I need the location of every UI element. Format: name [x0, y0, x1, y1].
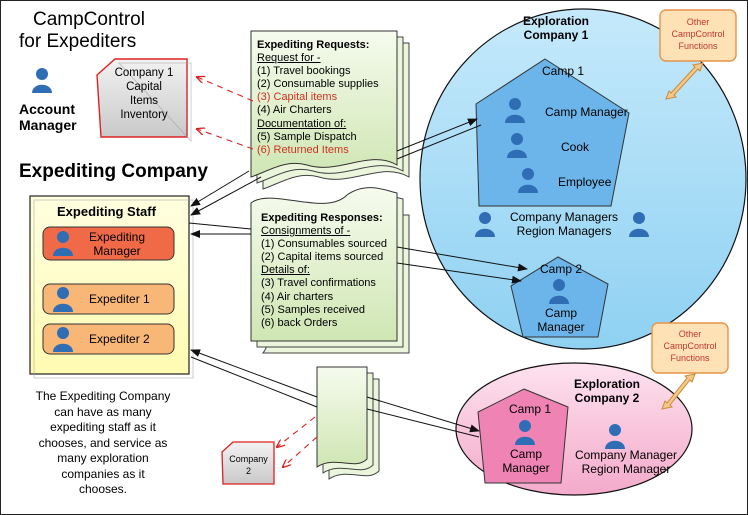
other-functions-callout-1 [659, 9, 737, 62]
exploration-1-title-1: Exploration [522, 14, 589, 28]
expediting-company-title: Expediting Company [19, 161, 208, 182]
request-item: (6) Returned Items [257, 143, 349, 156]
exploration-2-managers-2: Region Manager [581, 462, 671, 476]
response-item: (4) Air charters [261, 290, 334, 303]
app-title-line1: CampControl [33, 9, 145, 30]
person-icon [548, 278, 570, 304]
requests-document-text: Expediting Requests: Request for - (1) T… [257, 39, 379, 157]
exploration-2-camp-title: Camp 1 [509, 402, 552, 416]
note-line: The Expediting Company [35, 389, 171, 403]
person-icon [31, 67, 53, 93]
expediting-manager-pill[interactable] [42, 226, 175, 261]
expediter-1-label[interactable]: Expediter 1 [89, 292, 150, 306]
requests-document [250, 30, 410, 190]
response-item: (3) Travel confirmations [261, 277, 376, 290]
person-icon [52, 230, 74, 256]
note-line: can have as many [54, 404, 152, 419]
employee-label: Employee [558, 175, 612, 189]
exploration-2-camp-role-2: Manager [502, 461, 550, 475]
note-line: chooses, and service as [38, 435, 168, 450]
note-line: companies as it [61, 466, 145, 481]
exploration-2-title-2: Company 2 [574, 391, 640, 405]
callout-2-line: CampControl [663, 341, 717, 351]
person-icon [604, 423, 626, 449]
callout-2-line: Functions [670, 353, 710, 363]
company-2-box [221, 441, 275, 485]
callout-1-line: Functions [678, 41, 718, 51]
expediter-1-pill[interactable] [42, 283, 175, 315]
account-manager-label-1: Account [19, 101, 75, 117]
requests-title: Expediting Requests: [257, 39, 370, 51]
note-line: chooses. [78, 482, 128, 496]
staff-title: Expediting Staff [57, 204, 156, 219]
request-item: (1) Travel bookings [257, 65, 351, 78]
managers-label-2: Region Managers [516, 224, 612, 238]
callout-1-line: CampControl [671, 29, 725, 39]
camp-2-role-1: Camp [544, 306, 577, 320]
app-title-line2: for Expediters [19, 31, 137, 52]
request-item: (4) Air Charters [257, 104, 332, 117]
exploration-2-managers-1: Company Manager [574, 448, 678, 462]
note-line: expediting staff as it [50, 420, 156, 434]
other-functions-callout-2 [651, 322, 729, 374]
note-line: many exploration [57, 451, 149, 465]
inventory-line1: Company 1 [114, 67, 174, 79]
person-icon [506, 132, 528, 158]
exploration-2-camp-role-1: Camp [509, 447, 542, 461]
inventory-box [96, 58, 192, 143]
cook-label: Cook [561, 140, 590, 154]
expediter-2-pill[interactable] [42, 323, 175, 355]
exploration-2-title-1: Exploration [573, 377, 640, 391]
managers-label-1: Company Managers [509, 210, 619, 224]
person-icon [517, 167, 539, 193]
company-2-camp-shape [477, 388, 569, 484]
inventory-line4: Inventory [120, 109, 168, 121]
requests-request-for: Request for - [257, 52, 321, 65]
responses-title: Expediting Responses: [261, 212, 383, 224]
camp-manager-label: Camp Manager [545, 105, 628, 119]
request-item: (5) Sample Dispatch [257, 130, 357, 143]
person-icon [628, 211, 650, 237]
camp-1-shape [475, 58, 630, 207]
response-item: (6) back Orders [261, 316, 338, 329]
manager-label-1[interactable]: Expediting [88, 230, 146, 244]
double-arrow-icon [661, 62, 704, 410]
request-item: (3) Capital items [257, 91, 338, 104]
camp-2-role-2: Manager [537, 320, 585, 334]
expediter-2-label[interactable]: Expediter 2 [89, 332, 150, 346]
company-2-label-1: Company [229, 454, 268, 464]
company-2-document [316, 366, 380, 480]
company-2-label-2: 2 [245, 466, 251, 476]
callout-1-line: Other [686, 17, 710, 27]
person-icon [514, 419, 536, 445]
account-manager-label-2: Manager [19, 117, 77, 133]
exploration-1-title-2: Company 1 [523, 28, 589, 42]
note-text: The Expediting Company can have as many … [23, 389, 183, 498]
response-item: (2) Capital items sourced [261, 251, 384, 264]
person-icon [474, 211, 496, 237]
callout-2-line: Other [678, 329, 702, 339]
person-icon [504, 97, 526, 123]
manager-label-2[interactable]: Manager [93, 244, 141, 258]
responses-details-of: Details of: [261, 264, 310, 277]
camp-1-title: Camp 1 [542, 64, 585, 78]
response-item: (1) Consumables sourced [261, 238, 387, 251]
responses-document [250, 187, 410, 354]
person-icon [52, 326, 74, 352]
person-icon [52, 286, 74, 312]
camp-2-title: Camp 2 [540, 262, 583, 276]
inventory-line3: Items [129, 95, 159, 107]
responses-consignments: Consignments of - [261, 225, 351, 238]
request-item: (2) Consumable supplies [257, 78, 379, 91]
response-item: (5) Samples received [261, 303, 365, 316]
inventory-line2: Capital [126, 81, 162, 93]
responses-document-text: Expediting Responses: Consignments of - … [261, 212, 387, 330]
requests-documentation-of: Documentation of: [257, 117, 347, 130]
